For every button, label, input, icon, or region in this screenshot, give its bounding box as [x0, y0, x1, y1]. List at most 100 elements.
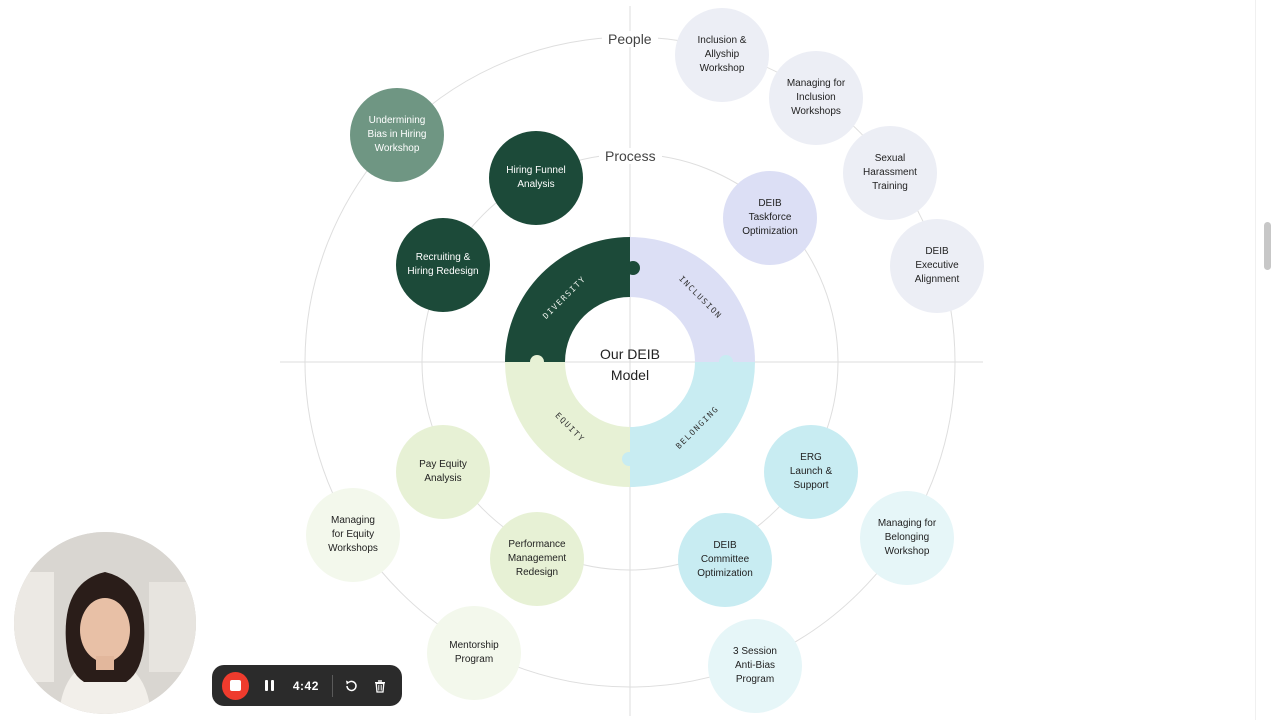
initiative-label-line: Managing	[331, 515, 375, 526]
initiative-label-line: Training	[872, 181, 908, 192]
initiative-label-line: Pay Equity	[419, 459, 467, 470]
restart-recording-button[interactable]	[339, 672, 362, 700]
delete-recording-button[interactable]	[369, 672, 392, 700]
initiative-bubble: Recruiting & Hiring Redesign	[396, 218, 490, 312]
initiative-label-line: Alignment	[914, 274, 960, 285]
initiative-label-line: Managing for	[877, 518, 937, 529]
initiative-label-line: Workshop	[699, 63, 745, 74]
initiative-label-line: Anti-Bias	[734, 660, 775, 671]
initiative-label-line: Hiring Funnel	[506, 165, 566, 176]
initiative-label-line: Inclusion &	[697, 35, 747, 46]
pause-recording-button[interactable]	[257, 672, 280, 700]
initiative-label-line: DEIB	[713, 540, 737, 551]
stop-recording-button[interactable]	[222, 671, 250, 700]
initiative-label-line: Support	[793, 480, 829, 491]
initiative-label-line: Recruiting &	[415, 252, 471, 263]
center-title: Our DEIB Model	[570, 344, 690, 386]
initiative-bubble: ERG Launch & Support	[764, 425, 858, 519]
initiative-label-line: Optimization	[697, 568, 753, 579]
segment-inclusion	[630, 237, 755, 362]
initiative-label-line: Workshops	[791, 106, 841, 117]
initiative-label-line: Analysis	[424, 473, 462, 484]
initiative-label-line: DEIB	[758, 198, 782, 209]
pause-icon	[263, 680, 275, 691]
initiative-label-line: Launch &	[789, 466, 833, 477]
initiative-label-line: Optimization	[742, 226, 798, 237]
initiative-label-line: Program	[735, 674, 775, 685]
initiative-label-line: Belonging	[884, 532, 930, 543]
initiative-label-line: Performance	[508, 539, 566, 550]
center-title-line-1: Our DEIB	[600, 346, 660, 362]
initiative-label-line: Executive	[915, 260, 959, 271]
initiative-label: Recruiting & Hiring Redesign	[407, 251, 478, 279]
ring-label-process: Process	[599, 148, 662, 164]
initiative-label-line: Redesign	[515, 567, 559, 578]
initiative-label-line: 3 Session	[733, 646, 777, 657]
recording-toolbar: 4:42	[212, 665, 402, 706]
initiative-label-line: ERG	[800, 452, 822, 463]
segment-connector-knob	[622, 452, 636, 466]
initiative-label-line: Workshops	[328, 543, 378, 554]
trash-icon	[375, 679, 386, 693]
initiative-label-line: Allyship	[704, 49, 740, 60]
initiative-label-line: Undermining	[368, 115, 426, 126]
initiative-label-line: Taskforce	[748, 212, 792, 223]
recording-timer: 4:42	[292, 678, 319, 693]
segment-connector-knob	[719, 355, 733, 369]
initiative-label-line: Hiring Redesign	[407, 266, 479, 277]
segment-connector-knob	[626, 261, 640, 275]
initiative-label-line: Sexual	[874, 153, 906, 164]
segment-belonging	[630, 362, 755, 487]
initiative-label-line: Inclusion	[796, 92, 836, 103]
initiative-label-line: Program	[454, 654, 494, 665]
initiative-label-line: for Equity	[331, 529, 375, 540]
initiative-label-line: Analysis	[517, 179, 555, 190]
webcam-preview[interactable]	[14, 532, 196, 714]
toolbar-divider	[332, 674, 334, 697]
scrollbar[interactable]	[1255, 0, 1280, 720]
initiative-label-line: Workshop	[884, 546, 930, 557]
initiative-label-line: Management	[507, 553, 567, 564]
center-title-line-2: Model	[610, 367, 650, 383]
stop-icon	[230, 680, 242, 691]
initiative-label-line: Harassment	[863, 167, 917, 178]
segment-connector-knob	[530, 355, 544, 369]
initiative-label-line: Committee	[700, 554, 750, 565]
initiative-label-line: Managing for	[786, 78, 846, 89]
initiative-label-line: Mentorship	[449, 640, 499, 651]
segment-equity	[505, 362, 630, 487]
restart-icon	[345, 680, 357, 691]
initiative-label-line: DEIB	[925, 246, 949, 257]
initiative-label-line: Workshop	[374, 143, 420, 154]
scrollbar-thumb[interactable]	[1264, 222, 1271, 270]
initiative-label-line: Bias in Hiring	[367, 129, 427, 140]
